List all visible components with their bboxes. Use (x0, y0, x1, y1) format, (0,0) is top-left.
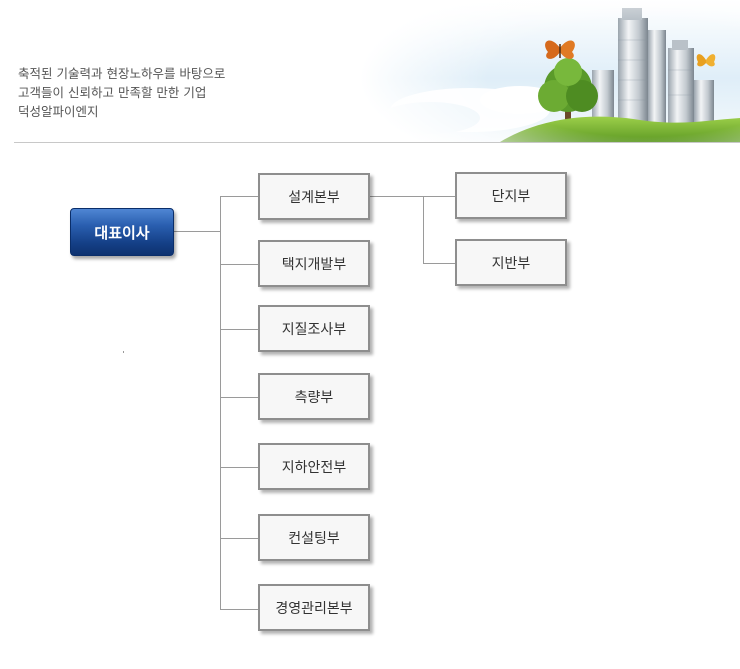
division-surveying: 측량부 (258, 373, 370, 420)
ceo-box: 대표이사 (70, 208, 174, 256)
sub-unit-complex: 단지부 (455, 172, 567, 219)
connector-branch (220, 264, 258, 265)
connector-branch (220, 538, 258, 539)
connector-branch (220, 467, 258, 468)
sub-unit-ground: 지반부 (455, 239, 567, 286)
slogan-line: 축적된 기술력과 현장노하우를 바탕으로 (18, 66, 226, 81)
connector-sub (369, 196, 455, 197)
connector-branch (220, 397, 258, 398)
division-land-development: 택지개발부 (258, 240, 370, 287)
slogan-line: 고객들이 신뢰하고 만족할 만한 기업 (18, 85, 207, 100)
connector-sub-trunk (423, 196, 424, 264)
top-banner: 축적된 기술력과 현장노하우를 바탕으로 고객들이 신뢰하고 만족할 만한 기업… (0, 0, 740, 142)
connector-branch (220, 329, 258, 330)
connector-ceo (174, 231, 221, 232)
company-slogan: 축적된 기술력과 현장노하우를 바탕으로 고객들이 신뢰하고 만족할 만한 기업… (18, 64, 225, 121)
division-management: 경영관리본부 (258, 584, 370, 631)
slogan-line: 덕성알파이엔지 (18, 104, 99, 119)
division-geological-survey: 지질조사부 (258, 305, 370, 352)
connector-sub (423, 263, 455, 264)
connector-trunk (220, 196, 221, 610)
connector-branch (220, 609, 258, 610)
banner-divider (14, 142, 740, 143)
division-consulting: 컨설팅부 (258, 514, 370, 561)
division-underground-safety: 지하안전부 (258, 443, 370, 490)
stray-dot (123, 351, 124, 353)
city-illustration (360, 0, 740, 142)
division-design: 설계본부 (258, 173, 370, 220)
connector-branch (220, 196, 258, 197)
